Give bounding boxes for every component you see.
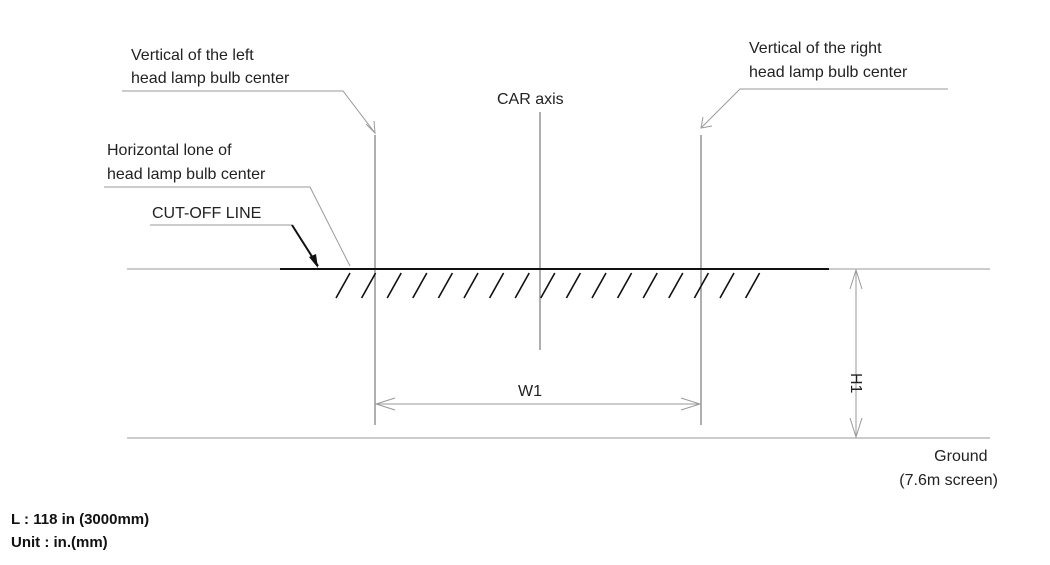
horizontal-line-label: Horizontal lone of head lamp bulb center (107, 142, 266, 183)
hatch-stroke (412, 272, 428, 299)
cutoff-hatching (335, 272, 761, 299)
hatch-stroke (386, 272, 402, 299)
cutoff-line-label: CUT-OFF LINE (152, 205, 261, 222)
hatch-stroke (719, 272, 735, 299)
hatch-stroke (360, 272, 377, 299)
right-vertical-arrowhead (700, 116, 713, 129)
hatch-stroke (463, 272, 479, 299)
hatch-stroke (488, 272, 505, 299)
hatch-stroke (514, 272, 530, 299)
h1-top-arrowhead (849, 268, 863, 290)
hatch-stroke (565, 272, 582, 299)
cutoff-line-arrowhead (309, 254, 318, 268)
w1-label: W1 (518, 383, 542, 400)
w1-left-arrowhead (374, 397, 396, 411)
h1-label: H1 (847, 373, 864, 394)
hatch-stroke (616, 272, 633, 299)
distance-note: L : 118 in (3000mm) (11, 511, 149, 528)
left-vertical-label: Vertical of the left head lamp bulb cent… (131, 47, 290, 87)
horizontal-line-leader (104, 186, 351, 267)
hatch-stroke (642, 272, 658, 299)
h1-bottom-arrowhead (849, 417, 863, 439)
car-axis-label: CAR axis (497, 91, 564, 108)
hatch-stroke (693, 272, 710, 299)
left-vertical-leader (122, 90, 376, 134)
w1-right-arrowhead (680, 397, 702, 411)
unit-note: Unit : in.(mm) (11, 534, 108, 551)
hatch-stroke (668, 272, 684, 299)
hatch-stroke (744, 272, 761, 299)
ground-label: Ground (7.6m screen) (899, 448, 998, 489)
hatch-stroke (591, 272, 607, 299)
right-vertical-label: Vertical of the right head lamp bulb cen… (749, 40, 908, 81)
hatch-stroke (437, 272, 454, 299)
left-vertical-arrowhead (365, 120, 376, 135)
hatch-stroke (540, 272, 556, 299)
right-vertical-leader (700, 88, 948, 129)
hatch-stroke (335, 272, 351, 299)
